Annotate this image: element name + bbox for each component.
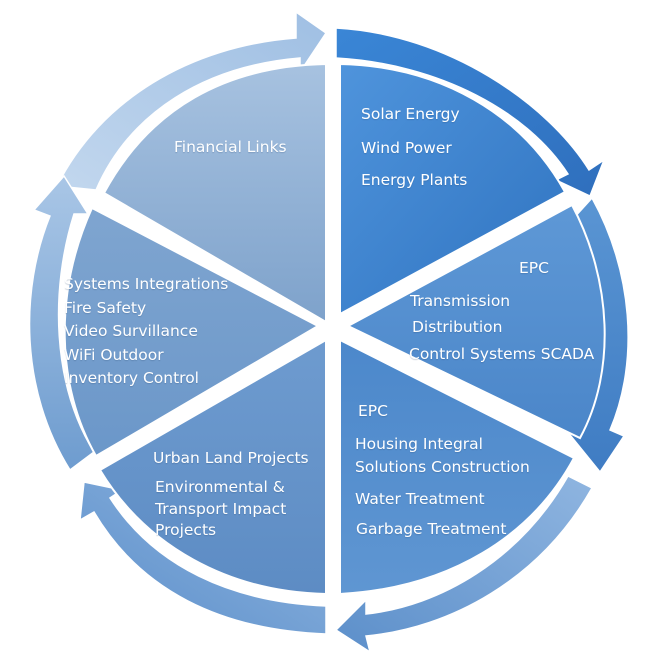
control-systems-scada-label: Control Systems SCADA xyxy=(409,345,595,363)
transmission-label: Transmission xyxy=(410,292,511,310)
video-survillance-label: Video Survillance xyxy=(64,322,198,340)
arrow-to-systems xyxy=(79,481,327,635)
energy-plants-label: Energy Plants xyxy=(361,171,468,189)
solar-energy-label: Solar Energy xyxy=(361,105,460,123)
epc-label: EPC xyxy=(358,402,388,420)
projects-label: Projects xyxy=(155,521,217,539)
segment-financial xyxy=(102,62,327,324)
arrow-to-urban xyxy=(334,475,594,654)
segment-energy xyxy=(339,62,567,316)
cycle-arrow-ring xyxy=(28,10,629,654)
segment-epc-transmission xyxy=(345,203,606,440)
arrow-to-epc-transmission xyxy=(335,27,606,198)
housing-integral-label: Housing Integral xyxy=(355,435,483,453)
inventory-control-label: Inventory Control xyxy=(64,369,199,387)
cycle-segments xyxy=(63,62,606,596)
transport-impact-label: Transport Impact xyxy=(155,500,287,518)
segment-systems xyxy=(63,206,321,458)
segment-epc-housing xyxy=(339,338,576,596)
solutions-construction-label: Solutions Construction xyxy=(355,458,530,476)
garbage-treatment-label: Garbage Treatment xyxy=(356,520,507,538)
epc-label: EPC xyxy=(519,259,549,277)
segment-urban xyxy=(98,338,327,596)
arrow-to-financial xyxy=(28,174,95,472)
wind-power-label: Wind Power xyxy=(361,139,452,157)
financial-links-label: Financial Links xyxy=(174,138,287,156)
fire-safety-label: Fire Safety xyxy=(64,299,147,317)
distribution-label: Distribution xyxy=(412,318,503,336)
urban-land-projects-label: Urban Land Projects xyxy=(153,449,309,467)
systems-integrations-label: Systems Integrations xyxy=(64,275,229,293)
wifi-outdoor-label: WiFi Outdoor xyxy=(64,346,164,364)
environmental-label: Environmental & xyxy=(155,478,285,496)
arrow-to-energy xyxy=(55,10,328,191)
water-treatment-label: Water Treatment xyxy=(355,490,485,508)
